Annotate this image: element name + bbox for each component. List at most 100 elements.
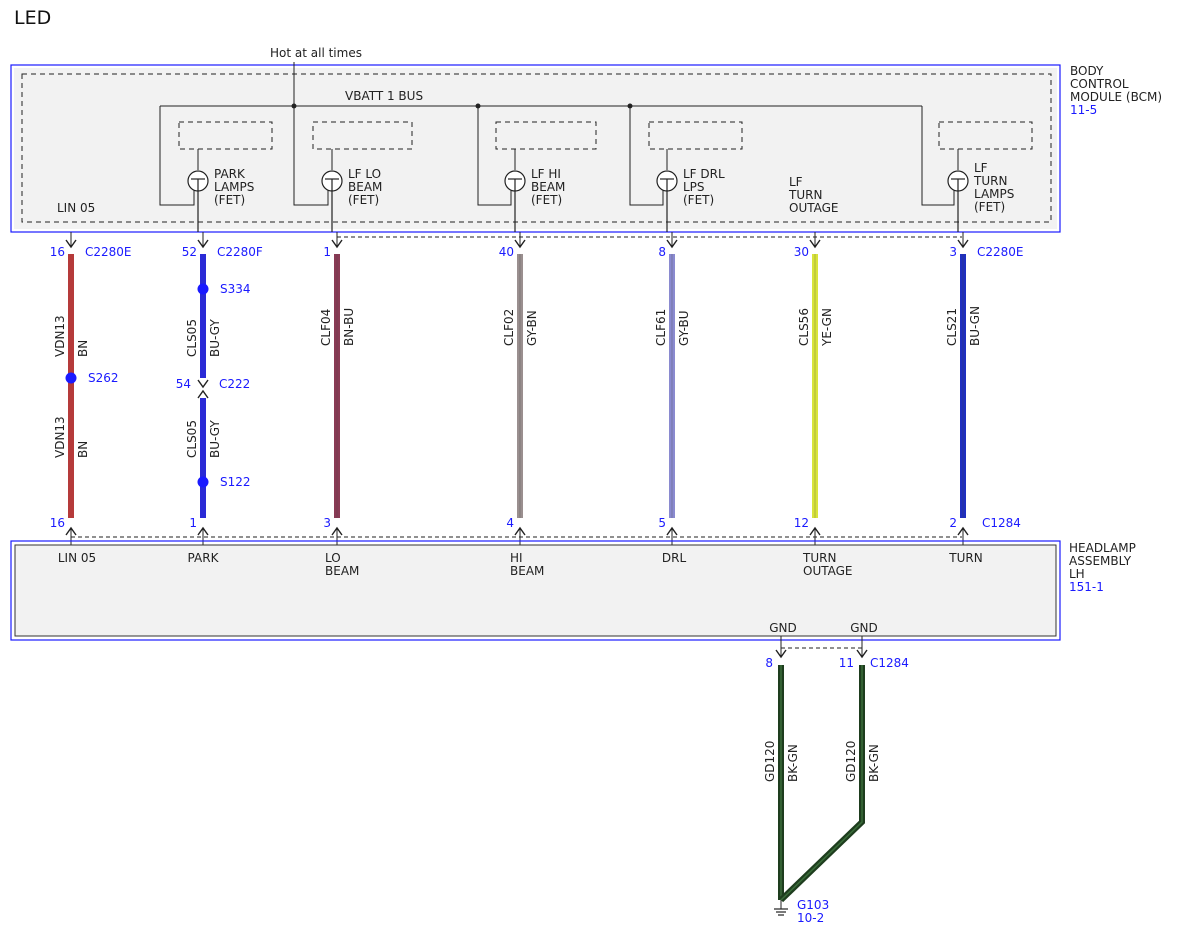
- splice-dot: [65, 372, 77, 384]
- bcm-lin-label: LIN 05: [57, 201, 95, 215]
- headlamp-name-line: HEADLAMP: [1069, 541, 1136, 555]
- fet-supply-line: [921, 106, 955, 206]
- fet-label: LF HI: [531, 167, 561, 181]
- ground-label: GND: [850, 621, 878, 635]
- connector-arrow: [331, 239, 343, 249]
- wire-segment: [200, 254, 206, 378]
- headlamp-inner-box: [14, 544, 1057, 637]
- ground-point-name[interactable]: G103: [797, 898, 829, 912]
- top-pin-number: 30: [794, 245, 809, 259]
- lamp-input-label: BEAM: [325, 564, 359, 578]
- bcm-outer-border: [10, 64, 1061, 233]
- wire-color-label: GY-BN: [525, 310, 539, 346]
- wire-color-label: BN-BU: [342, 308, 356, 346]
- fet-label: BEAM: [531, 180, 565, 194]
- splice-link[interactable]: S262: [88, 371, 119, 385]
- fet-supply-line: [629, 106, 664, 206]
- fet-label: (FET): [683, 193, 714, 207]
- top-pin-number: 16: [50, 245, 65, 259]
- splice-link[interactable]: S122: [220, 475, 251, 489]
- bottom-pin-number: 2: [949, 516, 957, 530]
- top-connector-link[interactable]: C2280E: [85, 245, 132, 259]
- lamp-input-label: PARK: [188, 551, 220, 565]
- connector-arrow: [809, 239, 821, 249]
- circuit-id-label: CLS05: [185, 319, 199, 357]
- fet-label: PARK: [214, 167, 246, 181]
- top-pin-number: 40: [499, 245, 514, 259]
- fet-logic-box: [178, 121, 273, 150]
- inline-connector-link[interactable]: C222: [219, 377, 250, 391]
- ground-circuit-label: GD120: [763, 741, 777, 782]
- wire-color-label: BN: [76, 340, 90, 357]
- top-connector-link[interactable]: C2280E: [977, 245, 1024, 259]
- ground-pin-number: 8: [765, 656, 773, 670]
- lamp-input-label: LIN 05: [58, 551, 96, 565]
- circuit-id-label: CLF02: [502, 309, 516, 346]
- turn-outage-bcm-label: LF: [789, 175, 803, 189]
- fet-label: BEAM: [348, 180, 382, 194]
- lamp-input-label: TURN: [802, 551, 836, 565]
- wire-segment: [200, 398, 206, 518]
- fet-supply-line: [293, 106, 329, 206]
- bottom-pin-number: 1: [189, 516, 197, 530]
- connector-arrow: [775, 649, 787, 659]
- top-pin-number: 52: [182, 245, 197, 259]
- bcm-fill: [14, 68, 1057, 229]
- headlamp-ref-link[interactable]: 151-1: [1069, 580, 1104, 594]
- bcm-module: [10, 64, 1061, 233]
- fet-supply-line: [159, 106, 195, 206]
- lamp-input-label: HI: [510, 551, 523, 565]
- circuit-id-label: CLS05: [185, 420, 199, 458]
- headlamp-assembly: [10, 540, 1061, 641]
- connector-arrow: [197, 389, 209, 399]
- lamp-input-label: LO: [325, 551, 341, 565]
- turn-outage-bcm-label: TURN: [788, 188, 822, 202]
- diagram-title: LED: [14, 7, 51, 29]
- ground-connector-link[interactable]: C1284: [870, 656, 909, 670]
- fet-label: (FET): [531, 193, 562, 207]
- splice-link[interactable]: S334: [220, 282, 251, 296]
- fet-label: (FET): [348, 193, 379, 207]
- fet-label: LAMPS: [214, 180, 254, 194]
- circuit-id-label: CLS56: [797, 308, 811, 346]
- fet-label: (FET): [974, 200, 1005, 214]
- ground-color-label: BK-GN: [786, 744, 800, 782]
- ground-point-ref[interactable]: 10-2: [797, 911, 824, 925]
- top-pin-number: 3: [949, 245, 957, 259]
- wire-color-label: BU-GY: [208, 319, 222, 357]
- bottom-pin-number: 16: [50, 516, 65, 530]
- lamp-input-label: BEAM: [510, 564, 544, 578]
- top-pin-number: 8: [658, 245, 666, 259]
- fet-label: LF DRL: [683, 167, 725, 181]
- connector-arrow: [197, 379, 209, 389]
- bus-label: VBATT 1 BUS: [345, 89, 423, 103]
- bcm-inner-dashed: [21, 73, 1052, 223]
- top-connector-link[interactable]: C2280F: [217, 245, 263, 259]
- circuit-id-label: CLF61: [654, 309, 668, 346]
- bcm-ref-link[interactable]: 11-5: [1070, 103, 1097, 117]
- top-pin-number: 1: [323, 245, 331, 259]
- fet-label: LAMPS: [974, 187, 1014, 201]
- headlamp-outer-border: [10, 540, 1061, 641]
- hot-label: Hot at all times: [270, 46, 362, 60]
- wire-color-label: BN: [76, 441, 90, 458]
- circuit-id-label: CLS21: [945, 308, 959, 346]
- fet-label: (FET): [214, 193, 245, 207]
- bottom-connector-link[interactable]: C1284: [982, 516, 1021, 530]
- inline-pin-number: 54: [176, 377, 191, 391]
- connector-arrow: [197, 239, 209, 249]
- splice-dot: [197, 283, 209, 295]
